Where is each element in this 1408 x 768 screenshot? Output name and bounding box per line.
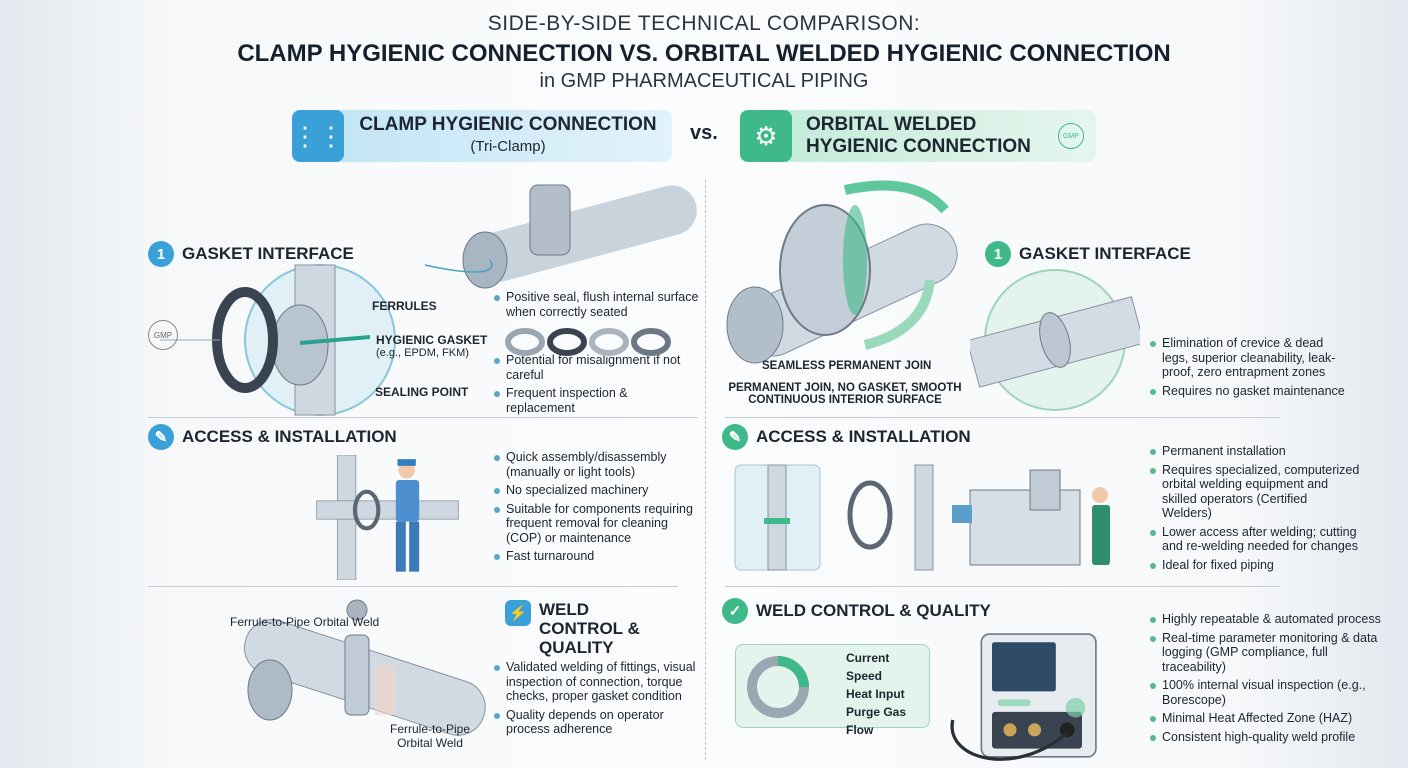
technician-clamp-illustration (316, 455, 459, 580)
bullet: Real-time parameter monitoring & data lo… (1150, 631, 1390, 675)
right-weld-heading: ✓ WELD CONTROL & QUALITY (722, 598, 991, 624)
wrench-icon: ✎ (722, 424, 748, 450)
title-line3: in GMP PHARMACEUTICAL PIPING (539, 70, 869, 92)
bullet: Minimal Heat Affected Zone (HAZ) (1150, 711, 1390, 726)
gasket-rings-illustration (505, 328, 671, 356)
caption-seamless-join: SEAMLESS PERMANENT JOIN (762, 360, 932, 372)
left-gasket-heading: 1 GASKET INTERFACE (148, 241, 354, 267)
left-weld-bullets: Validated welding of fittings, visual in… (494, 660, 704, 741)
bullet: Lower access after welding; cutting and … (1150, 525, 1360, 554)
right-weld-bullets: Highly repeatable & automated process Re… (1150, 612, 1390, 748)
bullet: Validated welding of fittings, visual in… (494, 660, 704, 704)
bullet: No specialized machinery (494, 483, 704, 498)
bullet: Requires no gasket maintenance (1150, 384, 1350, 399)
heading-text: WELD CONTROL & QUALITY (539, 600, 640, 657)
clamp-title: CLAMP HYGIENIC CONNECTION (359, 114, 657, 135)
gmp-stamp-icon: GMP (1058, 123, 1084, 149)
bullet: Elimination of crevice & dead legs, supe… (1150, 336, 1350, 380)
heading-text: GASKET INTERFACE (182, 244, 354, 263)
label-orbital-weld-bottom: Ferrule-to-Pipe Orbital Weld (389, 722, 471, 750)
bullet: Ideal for fixed piping (1150, 558, 1360, 573)
param-current: Current (846, 651, 890, 665)
label-ferrules: FERRULES (372, 299, 437, 313)
orbital-title: ORBITAL WELDED HYGIENIC CONNECTION (806, 114, 1031, 157)
left-access-heading: ✎ ACCESS & INSTALLATION (148, 424, 397, 450)
column-divider (705, 180, 706, 760)
heading-text: GASKET INTERFACE (1019, 244, 1191, 263)
right-gasket-bullets: Elimination of crevice & dead legs, supe… (1150, 336, 1350, 402)
right-access-bullets: Permanent installation Requires speciali… (1150, 444, 1360, 576)
step-number: 1 (985, 241, 1011, 267)
bullet: Requires specialized, computerized orbit… (1150, 463, 1360, 521)
heading-text: ACCESS & INSTALLATION (182, 427, 397, 446)
bullet: Potential for misalignment if not carefu… (494, 353, 699, 382)
bullet: Frequent inspection & replacement (494, 386, 699, 415)
label-gasket-materials: (e.g., EPDM, FKM) (376, 347, 469, 359)
orbital-badge: ⚙ ORBITAL WELDED HYGIENIC CONNECTION GMP (740, 110, 1096, 162)
bullet: Suitable for components requiring freque… (494, 502, 704, 546)
caption-permanent-join: PERMANENT JOIN, NO GASKET, SMOOTH CONTIN… (728, 382, 962, 406)
bullet: 100% internal visual inspection (e.g., B… (1150, 678, 1390, 707)
orbital-weld-head-illustration (726, 180, 958, 364)
left-weld-heading: ⚡ WELD CONTROL & QUALITY (505, 600, 669, 657)
clamp-icon: ⋮⋮ (292, 110, 344, 162)
vs-label: vs. (690, 122, 718, 144)
title-line1: SIDE-BY-SIDE TECHNICAL COMPARISON: (487, 12, 921, 35)
weld-ring-icon (747, 656, 809, 718)
section-divider (148, 586, 678, 587)
param-speed: Speed (846, 669, 883, 683)
left-gasket-bullets: Positive seal, flush internal surface wh… (494, 290, 699, 419)
right-gasket-heading: 1 GASKET INTERFACE (985, 241, 1191, 267)
left-access-bullets: Quick assembly/disassembly (manually or … (494, 450, 704, 568)
param-heat-input: Heat Input (846, 687, 905, 701)
label-hygienic-gasket: HYGIENIC GASKET (376, 333, 488, 347)
orbital-weld-controller-illustration (950, 633, 1097, 761)
clamp-gasket-illustration (160, 184, 697, 416)
check-icon: ✓ (722, 598, 748, 624)
gmp-stamp-icon: GMP (148, 320, 178, 350)
section-divider (725, 417, 1280, 418)
bullet: Highly repeatable & automated process (1150, 612, 1390, 627)
wrench-icon: ✎ (148, 424, 174, 450)
section-divider (725, 586, 1280, 587)
weld-parameters-panel: Current Speed Heat Input Purge Gas Flow (735, 644, 930, 737)
clamp-subtitle: (Tri-Clamp) (470, 138, 546, 155)
weld-seam-closeup-illustration (970, 269, 1140, 411)
gear-icon: ⚙ (740, 110, 792, 162)
section-divider (148, 417, 698, 418)
clamp-badge: ⋮⋮ CLAMP HYGIENIC CONNECTION (Tri-Clamp) (292, 110, 672, 162)
orbital-welding-machine-illustration (734, 464, 1110, 571)
right-access-heading: ✎ ACCESS & INSTALLATION (722, 424, 971, 450)
bullet: Consistent high-quality weld profile (1150, 730, 1390, 745)
label-orbital-weld-top: Ferrule-to-Pipe Orbital Weld (230, 615, 380, 629)
bullet: Permanent installation (1150, 444, 1360, 459)
bullet: Quality depends on operator process adhe… (494, 708, 704, 737)
bullet: Positive seal, flush internal surface wh… (494, 290, 699, 319)
label-sealing-point: SEALING POINT (375, 385, 469, 399)
bullet: Quick assembly/disassembly (manually or … (494, 450, 704, 479)
weld-icon: ⚡ (505, 600, 531, 626)
heading-text: WELD CONTROL & QUALITY (756, 601, 991, 620)
heading-text: ACCESS & INSTALLATION (756, 427, 971, 446)
step-number: 1 (148, 241, 174, 267)
param-purge-gas: Purge Gas Flow (846, 705, 907, 737)
bullet: Fast turnaround (494, 549, 704, 564)
title-main: CLAMP HYGIENIC CONNECTION VS. ORBITAL WE… (237, 40, 1171, 67)
orbital-weld-pipe-illustration (243, 599, 486, 736)
